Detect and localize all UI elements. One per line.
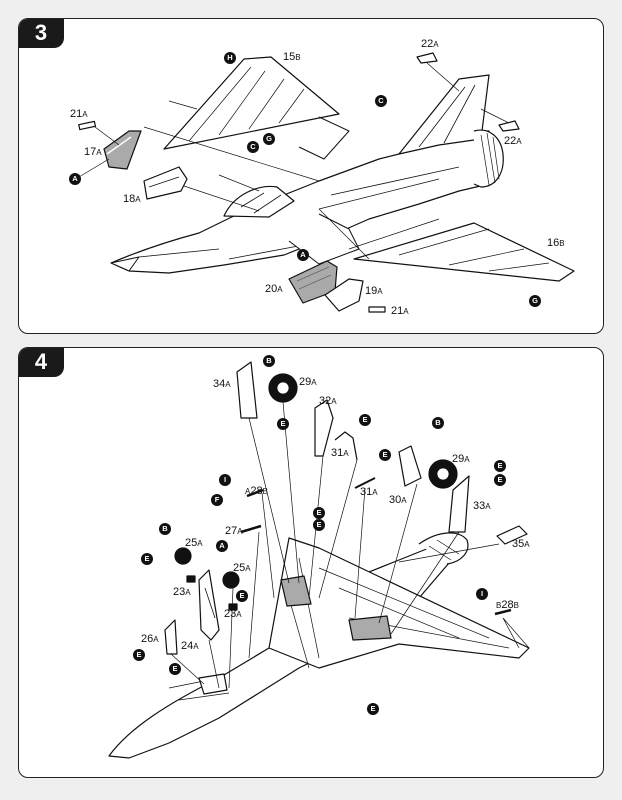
part-label-31a: 31A (331, 447, 349, 459)
marker-b: B (263, 355, 275, 367)
part-32a-strut (314, 399, 334, 457)
step-4-exploded-view (108, 361, 530, 759)
part-label-17a: 17A (84, 146, 102, 158)
marker-g: G (529, 295, 541, 307)
marker-g: G (263, 133, 275, 145)
part-23a-left (186, 575, 196, 583)
part-20a-shaded (288, 260, 338, 304)
part-34a-door (236, 361, 258, 419)
marker-a: A (297, 249, 309, 261)
part-22a-top (416, 52, 438, 64)
main-gear-bay-right (348, 615, 392, 641)
part-21a-bottom (368, 306, 386, 313)
part-label-21a: 21A (70, 108, 88, 120)
right-wing-16b (353, 222, 575, 282)
part-31a-mid (354, 477, 376, 489)
part-label-26a: 26A (141, 633, 159, 645)
marker-c: C (375, 95, 387, 107)
part-label-19a: 19A (365, 285, 383, 297)
marker-b: B (159, 523, 171, 535)
canopy (223, 185, 295, 218)
marker-a: A (69, 173, 81, 185)
part-label-29a: 29A (299, 376, 317, 388)
step-3-panel: 3 (18, 18, 604, 334)
part-label-25a-right: 25A (233, 562, 251, 574)
marker-e: E (494, 460, 506, 472)
part-30a-strut (398, 445, 422, 487)
part-25a-wheel-left (174, 547, 192, 565)
marker-i: I (476, 588, 488, 600)
marker-e: E (169, 663, 181, 675)
part-label-22a-right: 22A (504, 135, 522, 147)
part-26a-door (164, 619, 178, 655)
marker-b: B (432, 417, 444, 429)
step-number-badge: 3 (19, 19, 64, 48)
marker-h: H (224, 52, 236, 64)
marker-e: E (141, 553, 153, 565)
part-label-18a: 18A (123, 193, 141, 205)
marker-e: E (277, 418, 289, 430)
part-label-33a: 33A (473, 500, 491, 512)
marker-c: C (247, 141, 259, 153)
marker-e: E (359, 414, 371, 426)
part-label-28b: A28B (245, 485, 268, 497)
part-22a-right (498, 120, 520, 132)
step-3-exploded-view (78, 52, 575, 313)
left-wing-15b (163, 56, 340, 150)
marker-e: E (494, 474, 506, 486)
part-31a-rod (334, 431, 358, 461)
marker-i: I (219, 474, 231, 486)
main-gear-bay-left (280, 575, 312, 607)
marker-e: E (313, 519, 325, 531)
part-label-20a: 20A (265, 283, 283, 295)
part-label-24a: 24A (181, 640, 199, 652)
part-label-21a-bottom: 21A (391, 305, 409, 317)
part-label-28b-right: B28B (496, 599, 519, 611)
part-label-35a: 35A (512, 538, 530, 550)
engine-nozzle (473, 129, 504, 188)
part-35a (496, 525, 528, 545)
part-label-23a: 23A (173, 586, 191, 598)
part-label-27a: 27A (225, 525, 243, 537)
marker-e: E (367, 703, 379, 715)
part-label-16b: 16B (547, 237, 565, 249)
delta-wing-underside (268, 537, 530, 669)
part-label-34a: 34A (213, 378, 231, 390)
step-4-panel: 4 (18, 347, 604, 778)
part-label-30a: 30A (389, 494, 407, 506)
marker-e: E (313, 507, 325, 519)
part-28b-right (494, 608, 512, 616)
part-21a-strip (78, 120, 97, 131)
nose-gear-bay (198, 673, 228, 695)
part-label-22a-top: 22A (421, 38, 439, 50)
marker-a: A (216, 540, 228, 552)
part-label-23a-right: 23A (224, 608, 242, 620)
part-label-15b: 15B (283, 51, 301, 63)
part-18a (143, 166, 188, 200)
part-label-29a-right: 29A (452, 453, 470, 465)
marker-e: E (133, 649, 145, 661)
part-24a-strut (198, 569, 220, 641)
part-23a-right (228, 603, 238, 611)
part-25a-wheel-right (222, 571, 240, 589)
part-label-31a-mid: 31A (360, 486, 378, 498)
marker-f: F (211, 494, 223, 506)
step-number-badge: 4 (19, 348, 64, 377)
part-label-32a: 32A (319, 395, 337, 407)
marker-e: E (379, 449, 391, 461)
part-label-25a: 25A (185, 537, 203, 549)
part-17a-intake (103, 130, 142, 170)
part-33a-door (448, 475, 470, 533)
marker-e: E (236, 590, 248, 602)
part-27a-rod (240, 524, 262, 534)
part-19a (324, 278, 364, 312)
part-28b-left (246, 488, 264, 498)
